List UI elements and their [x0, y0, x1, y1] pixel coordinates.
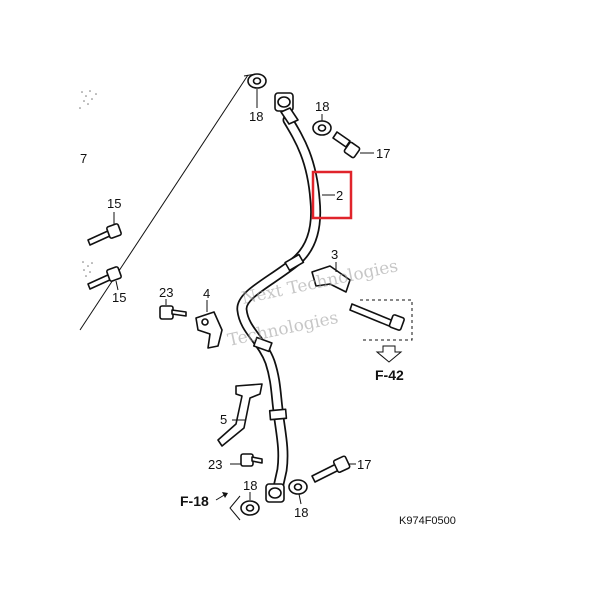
- top-washer-left: [247, 73, 267, 89]
- callout-stay: 5: [220, 412, 227, 427]
- callout-bolt-top: 17: [376, 146, 390, 161]
- ref-f18: F-18: [180, 493, 209, 509]
- callout-bolt-left-lower: 15: [112, 290, 126, 305]
- bottom-washer-left: [240, 500, 260, 516]
- callout-washer-top-right: 18: [315, 99, 329, 114]
- ref-f42: F-42: [375, 367, 404, 383]
- watermark: Next Technologies Technologies: [226, 256, 400, 351]
- clamp: [195, 311, 223, 349]
- bracket-f18: [229, 495, 241, 521]
- callout-bracket-right: 3: [331, 247, 338, 262]
- dashed-group: [360, 299, 413, 341]
- callout-washer-bottom-right: 18: [294, 505, 308, 520]
- callout-bolt-left-upper: 15: [107, 196, 121, 211]
- edge-callout: 7: [80, 151, 87, 166]
- callout-washer-bottom-left: 18: [243, 478, 257, 493]
- callout-hose: 2: [336, 188, 343, 203]
- callout-clamp: 4: [203, 286, 210, 301]
- bottom-bolt: [311, 455, 351, 483]
- top-washer-right: [312, 120, 332, 136]
- leader-washer-bottom-right: [298, 493, 302, 505]
- callout-washer-top-left: 18: [249, 109, 263, 124]
- diagram-code: K974F0500: [399, 515, 456, 527]
- left-bolt-lower: [87, 266, 122, 290]
- stay: [217, 383, 263, 447]
- callout-bolt-bottom: 17: [357, 457, 371, 472]
- callout-lower-bolt: 23: [208, 457, 222, 472]
- top-bolt: [332, 131, 361, 159]
- ref-arrow: [375, 345, 403, 363]
- edge-shading: [79, 90, 97, 277]
- left-bolt-upper: [87, 223, 122, 246]
- bracket-right: [311, 265, 405, 331]
- brake-hose: [236, 92, 322, 503]
- frame-line: [79, 74, 249, 331]
- mid-bolt: [159, 305, 187, 320]
- highlight-box: [311, 170, 353, 220]
- lower-bolt: [240, 453, 263, 467]
- ref-f18-arrowhead: [222, 492, 228, 498]
- callout-mid-bolt: 23: [159, 285, 173, 300]
- bottom-washer-right: [288, 479, 308, 495]
- leader-bolt-left-lower: [115, 280, 119, 291]
